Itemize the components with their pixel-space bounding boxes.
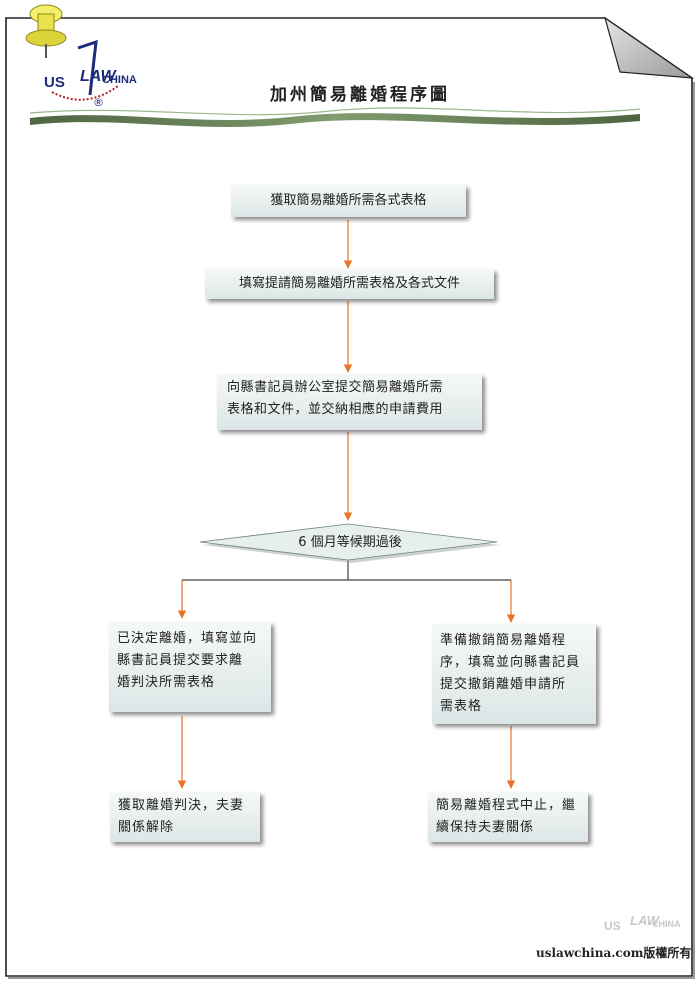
step-submit-line-1: 向縣書記員辦公室提交簡易離婚所需 — [227, 380, 444, 395]
result-marriage-continues: 簡易離婚程式中止，繼 續保持夫妻關係 — [428, 792, 588, 842]
watermark-law: LAW — [630, 913, 659, 928]
flow-connectors — [177, 220, 516, 789]
step-submit: 向縣書記員辦公室提交簡易離婚所需 表格和文件，並交納相應的申請費用 — [217, 374, 482, 430]
logo-us: US — [44, 74, 65, 91]
step-decide-divorce-line-1: 已決定離婚，填寫並向 — [117, 631, 258, 646]
result-marriage-continues-line-1: 簡易離婚程式中止，繼 — [436, 798, 577, 813]
step-revoke-divorce-line-2: 序，填寫並向縣書記員 — [440, 655, 581, 670]
step-fill-forms-label: 填寫提請簡易離婚所需表格及各式文件 — [238, 276, 460, 291]
result-divorce-granted: 獲取離婚判決，夫妻 關係解除 — [110, 792, 260, 842]
logo-text-group: US LAW CHINA ® — [22, 4, 142, 116]
step-revoke-divorce-line-3: 提交撤銷離婚申請所 — [440, 677, 567, 692]
logo-registered: ® — [93, 96, 104, 109]
logo-law: LAW — [80, 68, 116, 85]
page-title: 加州簡易離婚程序圖 — [270, 85, 450, 105]
step-decide-divorce-line-2: 縣書記員提交要求離 — [117, 653, 244, 668]
logo-china: CHINA — [102, 74, 137, 86]
step-obtain-forms-label: 獲取簡易離婚所需各式表格 — [270, 193, 427, 208]
result-divorce-granted-line-1: 獲取離婚判決，夫妻 — [118, 798, 245, 813]
header-divider — [29, 107, 641, 127]
sheet-outline — [5, 17, 693, 977]
result-marriage-continues-line-2: 續保持夫妻關係 — [436, 820, 535, 835]
step-obtain-forms: 獲取簡易離婚所需各式表格 — [231, 185, 466, 217]
uslawchina-logo — [51, 39, 119, 101]
step-revoke-divorce: 準備撤銷簡易離婚程 序，填寫並向縣書記員 提交撤銷離婚申請所 需表格 — [432, 624, 596, 724]
step-decide-divorce-line-3: 婚判決所需表格 — [117, 675, 216, 690]
step-revoke-divorce-line-4: 需表格 — [440, 699, 483, 714]
wait-decision-diamond — [199, 523, 500, 563]
watermark-china: CHINA — [652, 919, 681, 929]
step-fill-forms: 填寫提請簡易離婚所需表格及各式文件 — [205, 269, 494, 299]
step-submit-line-2: 表格和文件，並交納相應的申請費用 — [227, 402, 444, 417]
watermark-logo: US LAW CHINA — [600, 905, 685, 945]
sheet-fold — [603, 16, 695, 79]
pushpin-icon — [25, 4, 67, 58]
branch-lines — [182, 560, 511, 581]
result-divorce-granted-line-2: 關係解除 — [118, 820, 175, 835]
step-decide-divorce: 已決定離婚，填寫並向 縣書記員提交要求離 婚判決所需表格 — [109, 622, 271, 712]
watermark-us: US — [604, 919, 621, 933]
step-revoke-divorce-line-1: 準備撤銷簡易離婚程 — [440, 633, 567, 648]
wait-period-label: 6 個月等候期過後 — [298, 535, 402, 550]
copyright-footer: uslawchina.com版權所有 — [536, 946, 692, 960]
